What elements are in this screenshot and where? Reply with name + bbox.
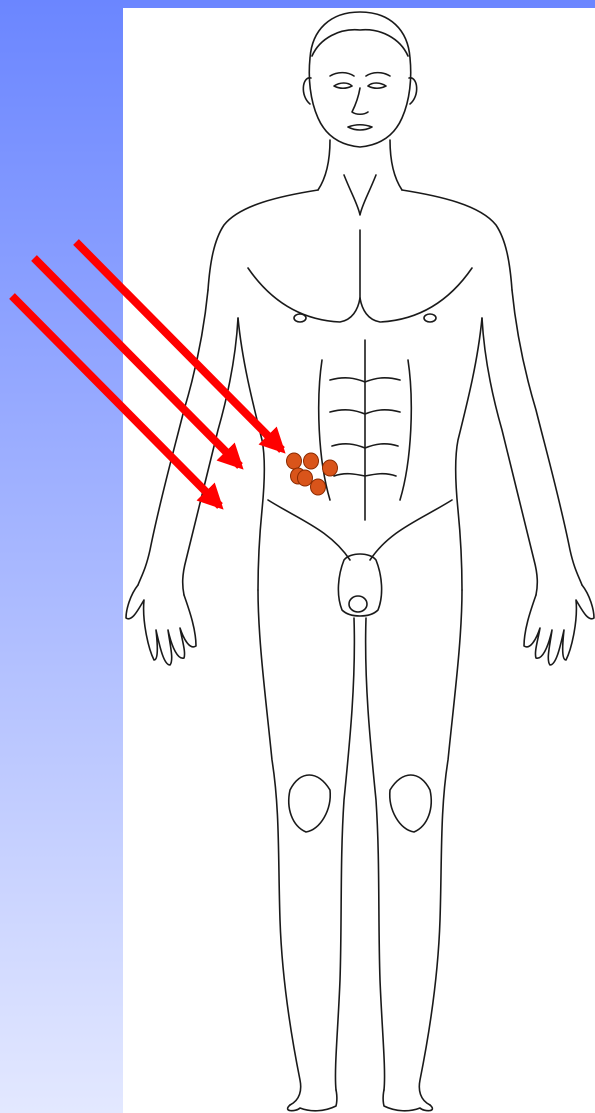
leg-left-outer xyxy=(258,590,301,1105)
pectoral-right xyxy=(360,268,472,322)
marker-dot-2 xyxy=(304,453,319,469)
knee-right xyxy=(390,775,431,832)
shoulder-left xyxy=(208,190,318,290)
eye-right xyxy=(368,83,386,88)
foot-right xyxy=(383,1090,432,1111)
neck-left xyxy=(318,140,330,190)
eye-left xyxy=(334,83,352,88)
mouth xyxy=(348,125,372,130)
leg-right-outer xyxy=(419,590,462,1105)
nipple-left xyxy=(294,314,306,322)
nose xyxy=(352,88,368,114)
brow-right xyxy=(366,73,390,76)
leg-left-inner xyxy=(335,618,354,1090)
hand-right xyxy=(524,585,594,665)
marker-group xyxy=(287,453,338,495)
neck-right xyxy=(390,140,402,190)
arm-right-inner xyxy=(482,318,537,595)
arrow-group xyxy=(12,242,282,506)
torso-left xyxy=(238,318,264,590)
marker-dot-5 xyxy=(311,479,326,495)
body-outline xyxy=(126,12,594,1111)
genitals xyxy=(338,554,381,616)
arrow-3 xyxy=(12,296,220,506)
abs-right xyxy=(400,360,411,500)
head-outline xyxy=(309,12,410,147)
foot-left xyxy=(288,1090,337,1111)
marker-dot-1 xyxy=(287,453,302,469)
pectoral-left xyxy=(248,268,360,322)
torso-right xyxy=(456,318,482,590)
shoulder-right xyxy=(402,190,512,290)
nipple-right xyxy=(424,314,436,322)
glans xyxy=(349,596,367,612)
hand-left xyxy=(126,585,196,665)
brow-left xyxy=(330,73,354,76)
arm-right-outer xyxy=(512,290,582,585)
arrow-2 xyxy=(34,258,240,466)
marker-dot-4 xyxy=(323,460,338,476)
hair-line xyxy=(312,30,408,56)
groin-right xyxy=(370,500,452,560)
neck-center xyxy=(344,175,376,215)
leg-right-inner xyxy=(366,618,385,1090)
groin-left xyxy=(268,500,350,560)
marker-dot-6 xyxy=(298,470,313,486)
knee-left xyxy=(289,775,330,832)
